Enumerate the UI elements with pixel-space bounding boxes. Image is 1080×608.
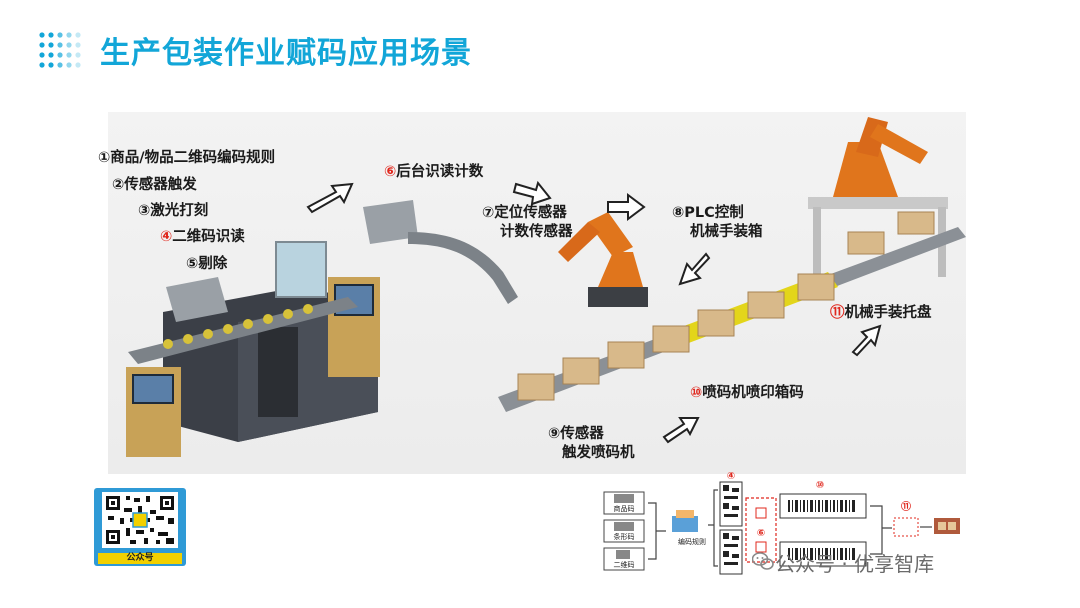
step-8-label-line2: 机械手装箱: [690, 224, 763, 240]
coding-flow-diagram: 商品码 条形码 二维码 编码规则 ④ ⑥ ⑩ ⑪: [603, 471, 960, 575]
step-4-number: ④: [160, 229, 173, 245]
step-11-text: 机械手装托盘: [844, 305, 932, 321]
production-line-drawing: [126, 117, 966, 457]
step-6-label: ⑥后台识读计数: [384, 162, 483, 182]
step-4-text: 二维码识读: [172, 229, 245, 245]
flow-step-10: ⑩: [816, 480, 824, 491]
vision-inspection-cabinet: [275, 241, 327, 298]
flow-step-4: ④: [727, 471, 735, 482]
bottle-conveyor: [128, 297, 358, 364]
pallet-icon: [934, 518, 960, 534]
step-3-label: ③激光打刻: [138, 203, 209, 219]
arrow-6: [662, 417, 700, 444]
step-9-label-line2: 触发喷码机: [562, 445, 635, 461]
flow-step-6: ⑥: [757, 528, 765, 539]
box-conveyor: [498, 211, 966, 412]
step-6-text: 后台识读计数: [396, 164, 484, 180]
box-label-rows: [779, 493, 867, 567]
code-type-boxes: 商品码 条形码 二维码: [603, 491, 645, 571]
wechat-icon: [752, 552, 774, 570]
step-8-label-line1: ⑧PLC控制: [672, 205, 744, 221]
step-5-label: ⑤剔除: [186, 256, 228, 272]
arrow-1: [306, 182, 354, 214]
step-11-label: ⑪机械手装托盘: [830, 303, 932, 323]
qr-caption: 公众号: [98, 553, 182, 564]
flow-arrows: [306, 180, 882, 444]
code-type-2: 条形码: [614, 532, 635, 541]
step-2-label: ②传感器触发: [112, 177, 197, 193]
step-11-number: ⑪: [830, 305, 845, 321]
step-1-label: ①商品/物品二维码编码规则: [98, 150, 276, 166]
arrow-2: [512, 180, 552, 206]
code-type-1: 商品码: [614, 504, 635, 513]
step-6-number: ⑥: [384, 164, 397, 180]
step-10-text: 喷码机喷印箱码: [702, 385, 804, 401]
packing-robot: [558, 212, 648, 307]
curved-conveyor: [408, 232, 518, 304]
left-control-terminal: [126, 367, 181, 457]
step-4-label: ④二维码识读: [160, 227, 245, 247]
arrow-4: [678, 252, 711, 286]
code-type-3: 二维码: [614, 560, 635, 569]
qr-code-icon: [102, 492, 178, 548]
step-9-label-line1: ⑨传感器: [548, 426, 604, 442]
right-control-terminal: [328, 277, 380, 377]
watermark-text: 公众号 · 优享智库: [775, 552, 935, 576]
coding-rule-label: 编码规则: [678, 537, 706, 546]
arrow-3: [607, 193, 646, 221]
slide-title: 生产包装作业赋码应用场景: [100, 36, 472, 71]
step-10-label: ⑩喷码机喷印箱码: [690, 383, 804, 403]
step-7-label-line2: 计数传感器: [500, 224, 573, 240]
production-line-illustration: [108, 112, 966, 474]
step-10-number: ⑩: [690, 385, 703, 401]
flow-step-11: ⑪: [901, 500, 911, 513]
step-7-label-line1: ⑦定位传感器: [482, 205, 567, 221]
arrow-5: [851, 324, 882, 357]
title-dot-grid-icon: [39, 32, 81, 68]
qr-stack: [719, 481, 743, 575]
coding-rule-icon: 编码规则: [672, 510, 706, 546]
